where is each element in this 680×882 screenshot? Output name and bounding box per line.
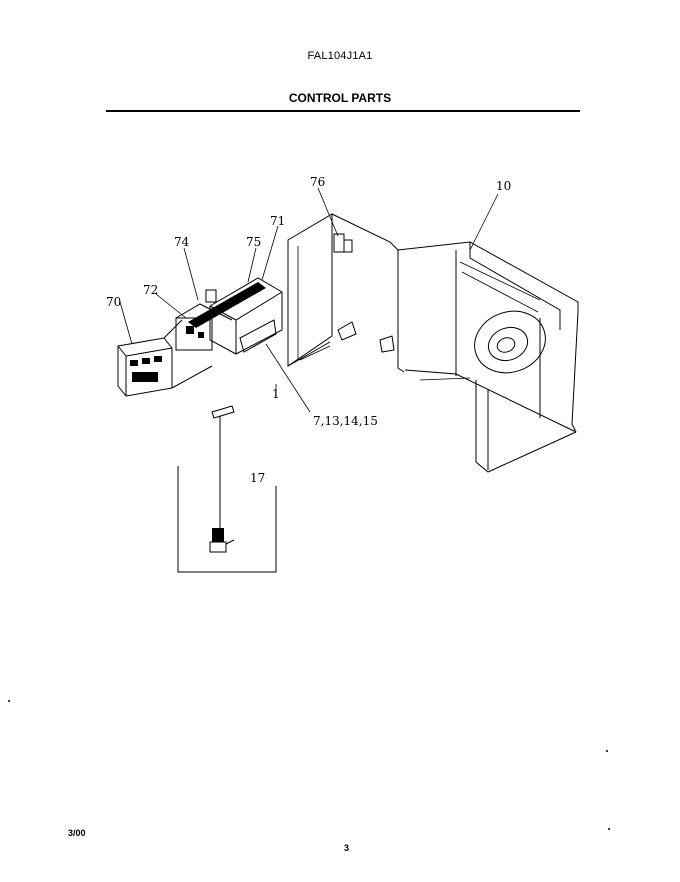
callout-70: 70 [106,295,121,309]
stray-mark [608,828,610,830]
stray-mark [8,700,10,702]
callout-76: 76 [310,175,325,189]
page-number: 3 [344,843,350,853]
callout-17: 17 [250,471,265,485]
bracket-clip-76 [333,233,353,253]
revision-date: 3/00 [68,828,86,838]
callout-1: 1 [272,387,280,401]
section-title: CONTROL PARTS [288,91,392,105]
model-number: FAL104J1A1 [307,50,373,62]
control-panel-70 [117,319,213,397]
thermostat-assembly [188,277,283,355]
selector-switch-72 [175,303,233,351]
callout-74: 74 [174,235,190,249]
callout-7-13-14-15: 7,13,14,15 [313,414,378,428]
leader-lines [119,187,499,413]
callout-75: 75 [246,235,261,249]
cabinet-bulkhead-panel [287,213,579,473]
callout-72: 72 [143,283,158,297]
title-rule [106,110,580,112]
stray-mark [606,750,608,752]
callout-71: 71 [270,214,285,228]
wiring-harness-17 [177,405,277,573]
callout-10: 10 [496,179,511,193]
